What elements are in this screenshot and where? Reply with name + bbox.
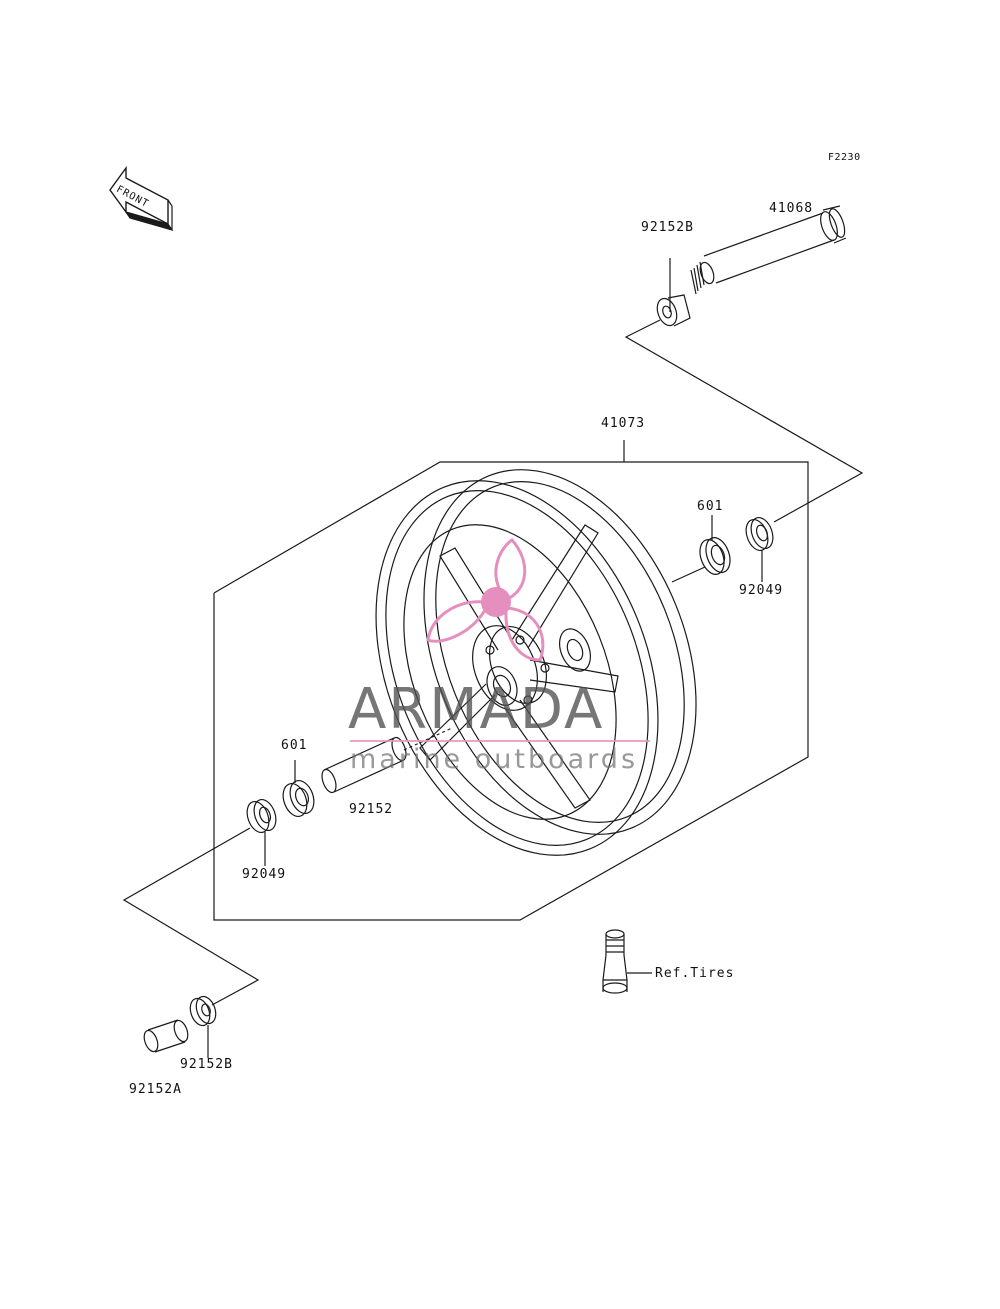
watermark-logo-icon: [426, 538, 545, 662]
collar-upper-drawing: [656, 258, 691, 327]
label-collar-a: 92152A: [129, 1082, 182, 1097]
label-collar-lower: 92152B: [180, 1057, 233, 1072]
label-spacer: 92152: [349, 802, 394, 817]
watermark-brand: ARMADA: [348, 677, 605, 742]
figure-code: F2230: [828, 152, 861, 163]
label-axle: 41068: [769, 201, 814, 216]
tire-valve-drawing: [602, 929, 652, 994]
label-bearing-right: 601: [697, 499, 724, 514]
bearing-right-drawing: [671, 515, 731, 583]
label-bearing-left: 601: [281, 738, 308, 753]
collar-lower-drawing: [189, 995, 217, 1058]
watermark-tagline: marine outboards: [350, 744, 639, 775]
front-wheel-drawing: [375, 469, 697, 856]
label-valve-ref: Ref.Tires: [655, 966, 735, 981]
bearing-left-drawing: [282, 760, 315, 818]
label-seal-right: 92049: [739, 583, 784, 598]
spacer-drawing: [321, 727, 453, 794]
label-seal-left: 92049: [242, 867, 287, 882]
seal-left-drawing: [246, 798, 277, 866]
watermark-divider: [350, 740, 650, 742]
label-collar-upper: 92152B: [641, 220, 694, 235]
front-axle-drawing: [690, 205, 847, 295]
front-arrow-icon: [109, 165, 174, 232]
wheel-bracket: [213, 461, 809, 921]
collar-a-drawing: [143, 1019, 189, 1053]
label-wheel: 41073: [601, 416, 646, 431]
seal-right-drawing: [745, 516, 774, 582]
